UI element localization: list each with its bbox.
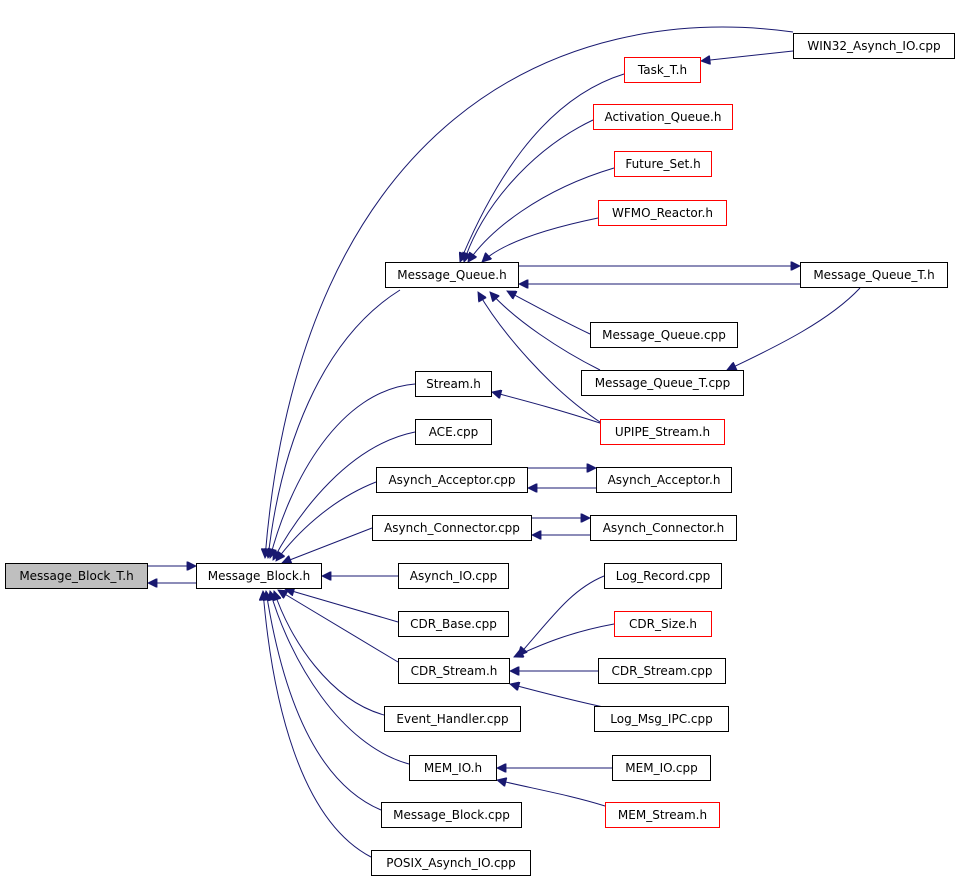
node-asynch-acceptor-h[interactable]: Asynch_Acceptor.h: [596, 467, 732, 493]
node-activation-queue-h[interactable]: Activation_Queue.h: [593, 104, 733, 130]
edge-log-record-to-cdr-stream: [518, 575, 605, 656]
edge-queue-t-h-to-queue-t-cpp: [727, 287, 861, 370]
node-label: CDR_Stream.h: [410, 664, 498, 678]
edge-asynch-acceptor-cpp-to-block-h: [276, 481, 377, 561]
node-message-block-t-h[interactable]: Message_Block_T.h: [5, 563, 148, 589]
node-label: Message_Block.cpp: [393, 808, 510, 822]
node-wfmo-reactor-h[interactable]: WFMO_Reactor.h: [598, 200, 727, 226]
node-label: CDR_Stream.cpp: [611, 664, 713, 678]
node-label: WIN32_Asynch_IO.cpp: [807, 39, 941, 53]
edge-queue-cpp-to-queue-h: [507, 291, 591, 335]
node-cdr-size-h[interactable]: CDR_Size.h: [614, 611, 712, 637]
node-task-t-h[interactable]: Task_T.h: [624, 57, 701, 83]
edge-posix-to-block-h: [263, 591, 372, 858]
edge-win32-to-block-h: [265, 26, 794, 558]
node-posix-asynch-io-cpp[interactable]: POSIX_Asynch_IO.cpp: [371, 850, 531, 876]
edge-stream-to-block-h: [270, 383, 416, 558]
node-message-queue-t-cpp[interactable]: Message_Queue_T.cpp: [581, 370, 744, 396]
node-label: Message_Queue_T.cpp: [594, 376, 731, 390]
node-label: Message_Block_T.h: [19, 569, 134, 583]
edge-asynch-connector-cpp-to-block-h: [282, 527, 373, 563]
node-label: CDR_Base.cpp: [410, 617, 497, 631]
node-label: Stream.h: [426, 377, 481, 391]
node-label: Activation_Queue.h: [604, 110, 722, 124]
edge-queue-t-cpp-to-queue-h: [490, 292, 601, 371]
edge-activation-to-queue-h: [464, 119, 594, 262]
node-label: Log_Record.cpp: [615, 569, 711, 583]
node-label: Message_Queue.cpp: [602, 328, 726, 342]
node-asynch-connector-cpp[interactable]: Asynch_Connector.cpp: [372, 515, 532, 541]
node-label: MEM_IO.h: [423, 761, 483, 775]
node-win32-asynch-io-cpp[interactable]: WIN32_Asynch_IO.cpp: [793, 33, 955, 59]
node-label: Future_Set.h: [625, 157, 701, 171]
node-log-msg-ipc-cpp[interactable]: Log_Msg_IPC.cpp: [594, 706, 729, 732]
node-label: Message_Block.h: [207, 569, 311, 583]
node-label: UPIPE_Stream.h: [614, 425, 711, 439]
edge-upipe-to-stream: [492, 392, 604, 425]
edge-win32-to-task: [701, 50, 794, 61]
edges: [148, 26, 861, 858]
node-mem-io-cpp[interactable]: MEM_IO.cpp: [612, 755, 711, 781]
node-label: POSIX_Asynch_IO.cpp: [386, 856, 516, 870]
node-label: CDR_Size.h: [628, 617, 697, 631]
node-label: Message_Queue_T.h: [813, 268, 935, 282]
edge-wfmo-to-queue-h: [482, 217, 599, 262]
node-label: Asynch_Acceptor.h: [607, 473, 721, 487]
node-message-block-h[interactable]: Message_Block.h: [196, 563, 322, 589]
node-mem-stream-h[interactable]: MEM_Stream.h: [605, 802, 720, 828]
node-label: ACE.cpp: [428, 425, 479, 439]
edge-event-handler-to-block-h: [274, 591, 385, 716]
edge-cdr-base-to-block-h: [285, 589, 399, 623]
edge-ace-to-block-h: [273, 431, 416, 560]
node-label: WFMO_Reactor.h: [612, 206, 713, 220]
node-future-set-h[interactable]: Future_Set.h: [614, 151, 712, 177]
node-label: MEM_Stream.h: [617, 808, 708, 822]
edge-message-block-cpp-to-block-h: [266, 591, 382, 811]
node-cdr-base-cpp[interactable]: CDR_Base.cpp: [398, 611, 509, 637]
node-label: Event_Handler.cpp: [396, 712, 509, 726]
edge-message-queue-to-block-h: [268, 289, 401, 558]
edge-mem-io-h-to-block-h: [270, 591, 410, 765]
node-label: Asynch_Acceptor.cpp: [388, 473, 516, 487]
node-asynch-connector-h[interactable]: Asynch_Connector.h: [590, 515, 737, 541]
node-asynch-acceptor-cpp[interactable]: Asynch_Acceptor.cpp: [376, 467, 528, 493]
edge-mem-stream-to-mem-io-h: [497, 780, 606, 807]
node-cdr-stream-cpp[interactable]: CDR_Stream.cpp: [598, 658, 726, 684]
node-message-queue-cpp[interactable]: Message_Queue.cpp: [590, 322, 738, 348]
node-label: Asynch_IO.cpp: [409, 569, 498, 583]
node-label: Log_Msg_IPC.cpp: [610, 712, 713, 726]
node-stream-h[interactable]: Stream.h: [415, 371, 492, 397]
edge-log-msg-ipc-to-cdr-stream: [510, 684, 609, 709]
node-mem-io-h[interactable]: MEM_IO.h: [409, 755, 497, 781]
node-label: MEM_IO.cpp: [625, 761, 698, 775]
edge-upipe-to-queue-h: [478, 292, 604, 425]
node-label: Asynch_Connector.h: [602, 521, 725, 535]
node-label: Message_Queue.h: [397, 268, 507, 282]
node-label: Task_T.h: [637, 63, 688, 77]
node-event-handler-cpp[interactable]: Event_Handler.cpp: [384, 706, 521, 732]
edge-task-to-queue-h: [460, 73, 625, 262]
node-log-record-cpp[interactable]: Log_Record.cpp: [604, 563, 722, 589]
node-ace-cpp[interactable]: ACE.cpp: [415, 419, 492, 445]
node-message-block-cpp[interactable]: Message_Block.cpp: [381, 802, 522, 828]
node-upipe-stream-h[interactable]: UPIPE_Stream.h: [600, 419, 725, 445]
edge-future-set-to-queue-h: [468, 167, 615, 262]
edge-cdr-stream-to-block-h: [278, 590, 399, 663]
node-message-queue-t-h[interactable]: Message_Queue_T.h: [800, 262, 948, 288]
node-message-queue-h[interactable]: Message_Queue.h: [385, 262, 519, 288]
node-asynch-io-cpp[interactable]: Asynch_IO.cpp: [398, 563, 509, 589]
node-label: Asynch_Connector.cpp: [384, 521, 520, 535]
edge-cdr-size-to-cdr-stream: [514, 623, 615, 657]
node-cdr-stream-h[interactable]: CDR_Stream.h: [398, 658, 510, 684]
